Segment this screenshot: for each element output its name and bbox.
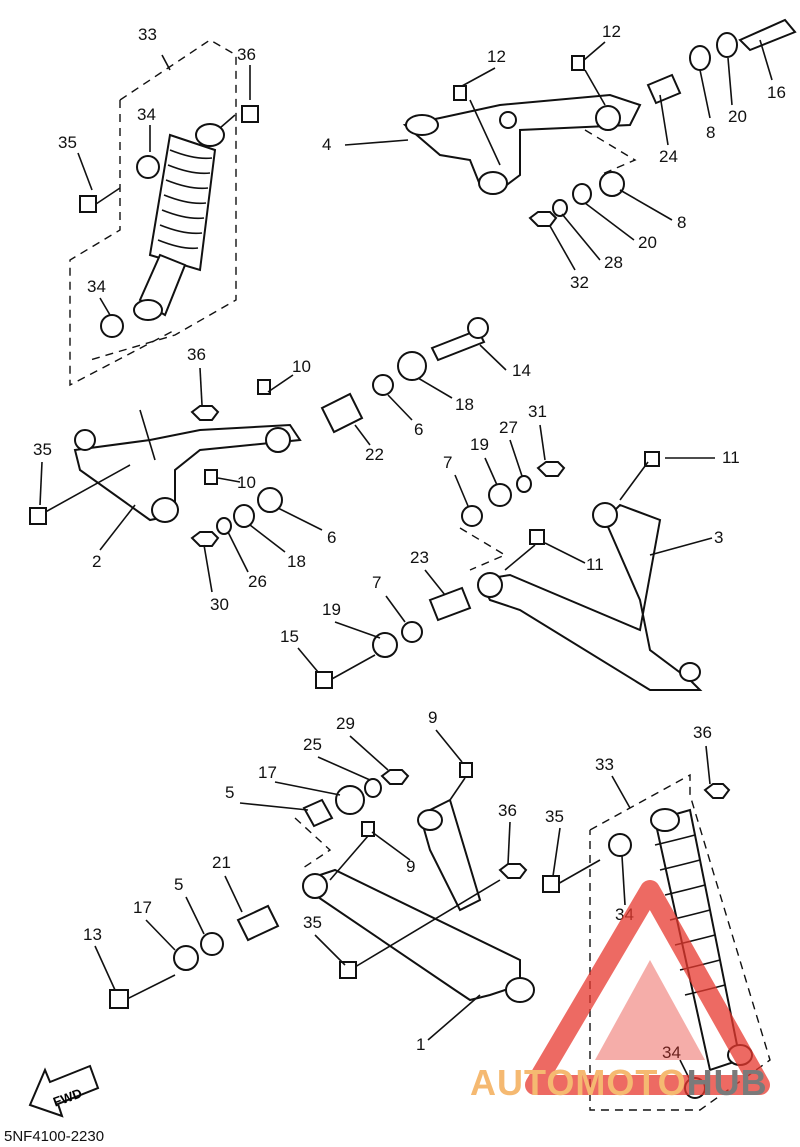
callout-17b: 17 — [133, 898, 152, 917]
callout-35d: 35 — [303, 913, 322, 932]
callout-20a: 20 — [728, 107, 747, 126]
callout-36d: 36 — [498, 801, 517, 820]
callout-8a: 8 — [706, 123, 715, 142]
upper-bolt-35 — [79, 187, 121, 213]
callout-12b: 12 — [487, 47, 506, 66]
fwd-arrow-icon — [28, 1064, 100, 1118]
callout-6a: 6 — [414, 420, 423, 439]
callout-24: 24 — [659, 147, 678, 166]
callout-labels: 33 36 34 35 34 12 12 16 4 8 20 24 8 20 2… — [33, 22, 786, 1062]
callout-27: 27 — [499, 418, 518, 437]
callout-11b: 11 — [586, 555, 604, 574]
callout-14: 14 — [512, 361, 531, 380]
watermark-text-b: HUB — [686, 1062, 768, 1103]
callout-20b: 20 — [638, 233, 657, 252]
callout-34a: 34 — [137, 105, 156, 124]
callout-32: 32 — [570, 273, 589, 292]
lower-arm — [109, 762, 535, 1009]
callout-15: 15 — [280, 627, 299, 646]
upper-bushing-34b — [100, 314, 124, 338]
callout-19b: 19 — [322, 600, 341, 619]
callout-4: 4 — [322, 135, 331, 154]
callout-18b: 18 — [287, 552, 306, 571]
callout-16: 16 — [767, 83, 786, 102]
callout-33b: 33 — [595, 755, 614, 774]
callout-36a: 36 — [237, 45, 256, 64]
callout-25: 25 — [303, 735, 322, 754]
callout-31: 31 — [528, 402, 547, 421]
callout-19a: 19 — [470, 435, 489, 454]
callout-9b: 9 — [406, 857, 415, 876]
upper-bushing-34a — [136, 155, 160, 179]
callout-35c: 35 — [545, 807, 564, 826]
callout-33a: 33 — [138, 25, 157, 44]
callout-26: 26 — [248, 572, 267, 591]
callout-36c: 36 — [693, 723, 712, 742]
callout-34d: 34 — [662, 1043, 681, 1062]
upper-nut-36 — [241, 105, 259, 123]
callout-30: 30 — [210, 595, 229, 614]
callout-6b: 6 — [327, 528, 336, 547]
callout-18a: 18 — [455, 395, 474, 414]
callout-34b: 34 — [87, 277, 106, 296]
callout-29: 29 — [336, 714, 355, 733]
callout-7a: 7 — [443, 453, 452, 472]
callout-10b: 10 — [237, 473, 256, 492]
callout-17a: 17 — [258, 763, 277, 782]
watermark-logo-icon — [525, 880, 770, 1095]
callout-35b: 35 — [33, 440, 52, 459]
callout-35a: 35 — [58, 133, 77, 152]
callout-3: 3 — [714, 528, 723, 547]
callout-28: 28 — [604, 253, 623, 272]
callout-5b: 5 — [174, 875, 183, 894]
callout-5a: 5 — [225, 783, 234, 802]
callout-10a: 10 — [292, 357, 311, 376]
callout-21: 21 — [212, 853, 231, 872]
callout-2: 2 — [92, 552, 101, 571]
watermark-text-a: AUTOMOTO — [470, 1062, 687, 1103]
watermark-text: AUTOMOTOHUB — [470, 1062, 768, 1104]
callout-36b: 36 — [187, 345, 206, 364]
upper-shock-spring — [133, 123, 225, 321]
upper-right-arm — [402, 18, 797, 227]
callout-23: 23 — [410, 548, 429, 567]
callout-8b: 8 — [677, 213, 686, 232]
callout-12a: 12 — [602, 22, 621, 41]
upper-shock-group — [69, 39, 259, 387]
callout-13: 13 — [83, 925, 102, 944]
callout-1: 1 — [416, 1035, 425, 1054]
middle-right-arm — [315, 451, 703, 691]
callout-9a: 9 — [428, 708, 437, 727]
leader-lines — [39, 39, 773, 1081]
middle-left-arm — [29, 317, 489, 547]
drawing-code: 5NF4100-2230 — [4, 1128, 105, 1145]
callout-22: 22 — [365, 445, 384, 464]
callout-7b: 7 — [372, 573, 381, 592]
callout-11a: 11 — [722, 448, 740, 467]
